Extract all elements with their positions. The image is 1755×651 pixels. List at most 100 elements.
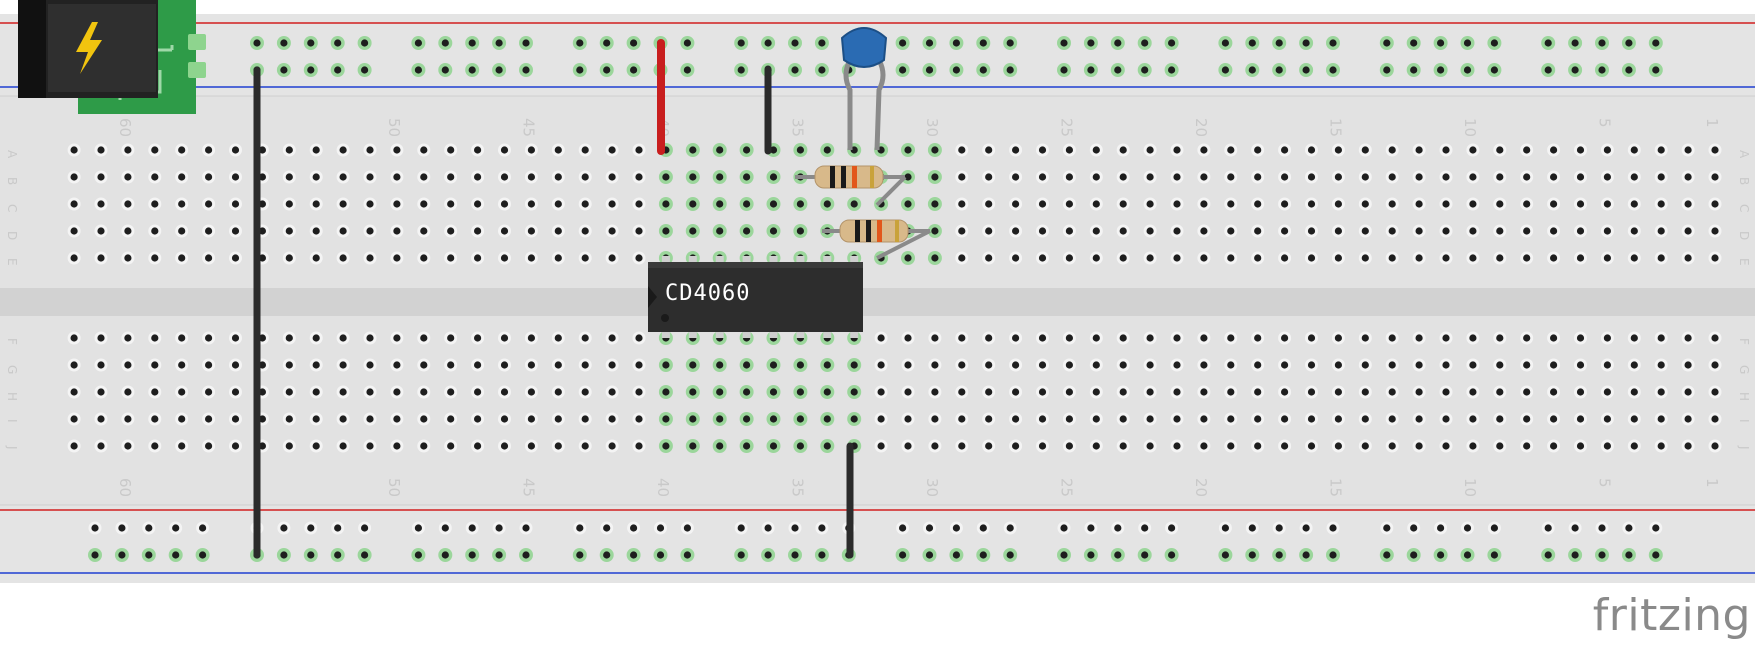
breadboard-hole[interactable] (202, 358, 216, 372)
rail-hole[interactable] (1218, 63, 1233, 77)
breadboard-hole[interactable] (1009, 197, 1023, 211)
breadboard-hole[interactable] (1331, 358, 1345, 372)
breadboard-hole[interactable] (820, 143, 835, 157)
breadboard-hole[interactable] (1251, 385, 1265, 399)
breadboard-hole[interactable] (1062, 143, 1076, 157)
breadboard-hole[interactable] (551, 197, 565, 211)
breadboard-hole[interactable] (1627, 358, 1641, 372)
rail-hole[interactable] (572, 548, 587, 562)
rail-hole[interactable] (626, 36, 641, 50)
breadboard-hole[interactable] (1412, 197, 1426, 211)
breadboard-hole[interactable] (1143, 385, 1157, 399)
breadboard-hole[interactable] (282, 412, 296, 426)
breadboard-hole[interactable] (175, 412, 189, 426)
breadboard-hole[interactable] (1439, 197, 1453, 211)
rail-hole[interactable] (330, 63, 345, 77)
breadboard-hole[interactable] (1493, 197, 1507, 211)
rail-hole[interactable] (492, 548, 507, 562)
breadboard-hole[interactable] (390, 170, 404, 184)
breadboard-hole[interactable] (1170, 385, 1184, 399)
breadboard-hole[interactable] (1331, 170, 1345, 184)
breadboard-hole[interactable] (901, 358, 915, 372)
rail-hole[interactable] (1083, 36, 1098, 50)
breadboard-hole[interactable] (605, 331, 619, 345)
breadboard-hole[interactable] (927, 170, 942, 184)
breadboard-hole[interactable] (793, 385, 808, 399)
breadboard-hole[interactable] (632, 439, 646, 453)
breadboard-hole[interactable] (685, 412, 700, 426)
rail-hole[interactable] (734, 63, 749, 77)
breadboard-hole[interactable] (471, 197, 485, 211)
breadboard-hole[interactable] (202, 197, 216, 211)
breadboard-hole[interactable] (417, 224, 431, 238)
rail-hole[interactable] (599, 548, 614, 562)
breadboard-hole[interactable] (1654, 412, 1668, 426)
breadboard-hole[interactable] (309, 197, 323, 211)
breadboard-hole[interactable] (309, 331, 323, 345)
breadboard-hole[interactable] (121, 439, 135, 453)
rail-hole[interactable] (1595, 521, 1609, 535)
breadboard-hole[interactable] (524, 143, 538, 157)
breadboard-hole[interactable] (148, 439, 162, 453)
breadboard-hole[interactable] (417, 331, 431, 345)
breadboard-hole[interactable] (578, 251, 592, 265)
breadboard-hole[interactable] (1520, 224, 1534, 238)
breadboard-hole[interactable] (551, 251, 565, 265)
breadboard-hole[interactable] (928, 358, 942, 372)
breadboard-hole[interactable] (1574, 197, 1587, 211)
breadboard-hole[interactable] (229, 143, 242, 157)
rail-hole[interactable] (438, 521, 452, 535)
breadboard-hole[interactable] (820, 439, 835, 453)
rail-hole[interactable] (626, 63, 641, 77)
rail-hole[interactable] (465, 548, 480, 562)
breadboard-hole[interactable] (632, 143, 646, 157)
breadboard-hole[interactable] (1412, 170, 1426, 184)
breadboard-hole[interactable] (417, 143, 431, 157)
breadboard-hole[interactable] (874, 385, 888, 399)
breadboard-hole[interactable] (148, 412, 162, 426)
breadboard-hole[interactable] (1062, 197, 1076, 211)
breadboard-hole[interactable] (901, 439, 915, 453)
breadboard-hole[interactable] (1358, 197, 1372, 211)
breadboard-hole[interactable] (148, 358, 162, 372)
breadboard-hole[interactable] (1547, 197, 1561, 211)
breadboard-hole[interactable] (202, 251, 216, 265)
breadboard-hole[interactable] (847, 358, 862, 372)
breadboard-hole[interactable] (336, 170, 350, 184)
rail-hole[interactable] (1568, 548, 1583, 562)
breadboard-hole[interactable] (148, 251, 162, 265)
breadboard-hole[interactable] (1466, 170, 1480, 184)
rail-hole[interactable] (654, 521, 667, 535)
breadboard-hole[interactable] (390, 439, 404, 453)
breadboard-hole[interactable] (67, 143, 81, 157)
breadboard-hole[interactable] (471, 358, 485, 372)
breadboard-hole[interactable] (955, 170, 969, 184)
breadboard-hole[interactable] (202, 439, 216, 453)
rail-hole[interactable] (976, 548, 991, 562)
breadboard-hole[interactable] (1358, 358, 1372, 372)
breadboard-hole[interactable] (1439, 170, 1453, 184)
rail-hole[interactable] (1379, 63, 1394, 77)
breadboard-hole[interactable] (658, 170, 673, 184)
breadboard-hole[interactable] (1143, 439, 1157, 453)
breadboard-hole[interactable] (309, 439, 323, 453)
breadboard-hole[interactable] (712, 385, 727, 399)
breadboard-hole[interactable] (1197, 143, 1211, 157)
breadboard-hole[interactable] (1305, 331, 1318, 345)
breadboard-hole[interactable] (1412, 385, 1426, 399)
breadboard-hole[interactable] (1708, 251, 1722, 265)
breadboard-hole[interactable] (1627, 439, 1641, 453)
breadboard-hole[interactable] (1143, 143, 1157, 157)
breadboard-hole[interactable] (1681, 412, 1695, 426)
breadboard-hole[interactable] (658, 412, 673, 426)
breadboard-hole[interactable] (1197, 170, 1211, 184)
rail-hole[interactable] (1218, 548, 1233, 562)
breadboard-hole[interactable] (148, 170, 162, 184)
rail-hole[interactable] (1245, 521, 1259, 535)
breadboard-hole[interactable] (551, 358, 565, 372)
breadboard-hole[interactable] (202, 412, 216, 426)
breadboard-hole[interactable] (1278, 197, 1292, 211)
breadboard-hole[interactable] (1305, 197, 1318, 211)
breadboard-hole[interactable] (94, 412, 108, 426)
breadboard-hole[interactable] (1358, 412, 1372, 426)
